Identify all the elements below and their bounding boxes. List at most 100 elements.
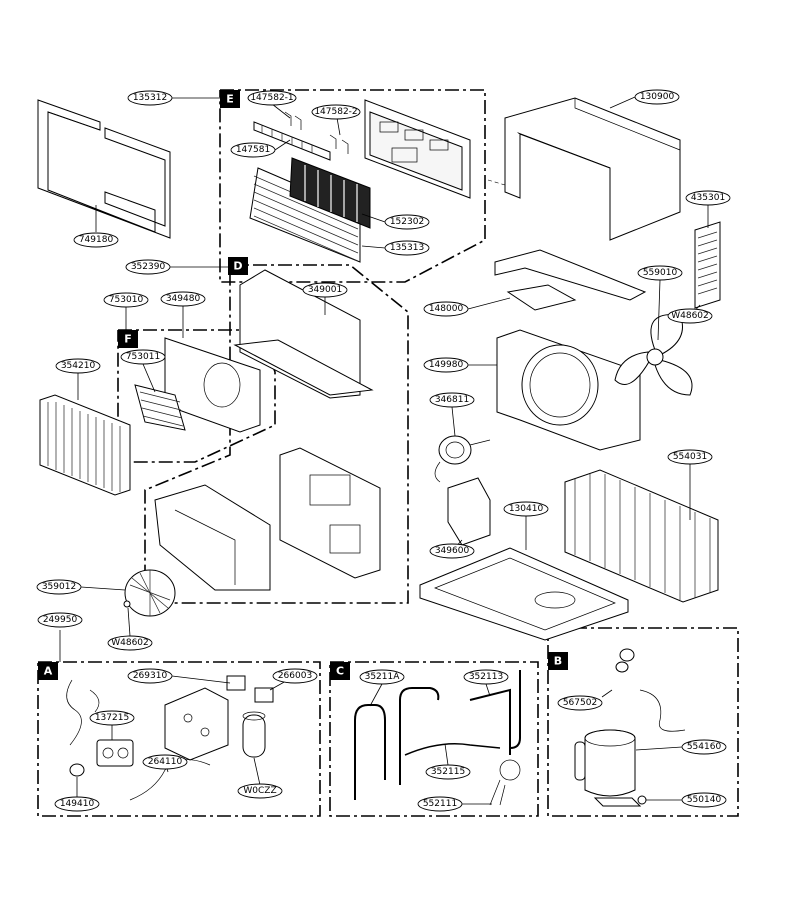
part-label-554031[interactable]: 554031 xyxy=(667,449,713,465)
part-drawings xyxy=(37,97,721,807)
svg-text:346811: 346811 xyxy=(435,395,469,405)
part-label-35211a[interactable]: 35211A xyxy=(359,669,405,685)
part-label-354210[interactable]: 354210 xyxy=(55,358,101,374)
box-c xyxy=(329,661,539,817)
part-label-349480[interactable]: 349480 xyxy=(160,291,206,307)
svg-text:W0CZZ: W0CZZ xyxy=(243,786,276,796)
air-guide-drawing xyxy=(494,249,647,311)
part-label-550140[interactable]: 550140 xyxy=(681,792,727,808)
svg-text:554031: 554031 xyxy=(673,452,707,462)
svg-text:147581: 147581 xyxy=(236,145,270,155)
part-label-749180[interactable]: 749180 xyxy=(73,232,119,248)
part-label-130900[interactable]: 130900 xyxy=(634,89,680,105)
box-e xyxy=(219,89,486,283)
svg-text:264110: 264110 xyxy=(148,757,183,767)
svg-text:249950: 249950 xyxy=(43,615,78,625)
svg-text:135313: 135313 xyxy=(390,243,424,253)
part-label-130410[interactable]: 130410 xyxy=(503,501,549,517)
svg-text:35211A: 35211A xyxy=(365,672,401,682)
svg-text:148000: 148000 xyxy=(429,304,464,314)
section-tag-d: D xyxy=(228,257,248,275)
svg-text:E: E xyxy=(226,93,234,106)
part-label-147581[interactable]: 147581 xyxy=(230,142,276,158)
part-label-435301[interactable]: 435301 xyxy=(685,190,731,206)
section-tags: E D F A C B xyxy=(38,90,568,680)
part-label-266003[interactable]: 266003 xyxy=(272,668,318,684)
part-label-148000[interactable]: 148000 xyxy=(423,301,469,317)
svg-text:137215: 137215 xyxy=(95,713,129,723)
part-label-352390[interactable]: 352390 xyxy=(125,259,171,275)
part-label-349001[interactable]: 349001 xyxy=(302,282,348,298)
part-label-249950[interactable]: 249950 xyxy=(37,612,83,628)
refrigerant-tubing-drawing xyxy=(354,670,521,806)
svg-text:147582-2: 147582-2 xyxy=(314,107,357,117)
part-label-567502[interactable]: 567502 xyxy=(557,695,603,711)
box-a xyxy=(37,661,321,817)
part-label-135313[interactable]: 135313 xyxy=(384,240,430,256)
part-label-753010[interactable]: 753010 xyxy=(103,292,149,308)
part-label-346811[interactable]: 346811 xyxy=(429,392,475,408)
front-frame-drawing xyxy=(37,99,171,239)
part-label-149410[interactable]: 149410 xyxy=(54,796,100,812)
svg-text:349480: 349480 xyxy=(166,294,201,304)
shroud-drawing xyxy=(496,329,641,451)
svg-text:W48602: W48602 xyxy=(111,638,149,648)
part-label-147582-1[interactable]: 147582-1 xyxy=(247,90,297,106)
section-tag-b: B xyxy=(548,652,568,670)
svg-text:F: F xyxy=(124,333,132,346)
svg-text:349600: 349600 xyxy=(435,546,470,556)
part-label-149980[interactable]: 149980 xyxy=(423,357,469,373)
front-grille-drawing xyxy=(249,99,471,263)
part-label-137215[interactable]: 137215 xyxy=(89,710,135,726)
svg-text:B: B xyxy=(554,655,562,668)
svg-text:352115: 352115 xyxy=(431,767,465,777)
condenser-coil-drawing xyxy=(564,469,719,603)
svg-text:554160: 554160 xyxy=(687,742,722,752)
part-label-552111[interactable]: 552111 xyxy=(417,796,463,812)
part-label-135312[interactable]: 135312 xyxy=(127,90,173,106)
part-label-152302[interactable]: 152302 xyxy=(384,214,430,230)
svg-text:359012: 359012 xyxy=(42,582,76,592)
base-pan-drawing xyxy=(419,547,629,641)
part-label-349600[interactable]: 349600 xyxy=(429,543,475,559)
svg-text:753011: 753011 xyxy=(126,352,160,362)
part-label-w0czz[interactable]: W0CZZ xyxy=(237,783,283,799)
part-label-352113[interactable]: 352113 xyxy=(463,669,509,685)
part-label-554160[interactable]: 554160 xyxy=(681,739,727,755)
svg-text:130410: 130410 xyxy=(509,504,544,514)
svg-text:559010: 559010 xyxy=(643,268,678,278)
motor-drawing xyxy=(434,435,491,546)
part-label-359012[interactable]: 359012 xyxy=(36,579,82,595)
svg-text:567502: 567502 xyxy=(563,698,597,708)
svg-text:352390: 352390 xyxy=(131,262,166,272)
blower-wheel-drawing xyxy=(123,569,176,617)
svg-text:W48602: W48602 xyxy=(671,311,709,321)
svg-text:550140: 550140 xyxy=(687,795,722,805)
part-labels: 135312 147582-1 147582-2 147581 152302 1… xyxy=(36,89,731,812)
svg-text:552111: 552111 xyxy=(423,799,457,809)
svg-text:352113: 352113 xyxy=(469,672,503,682)
scroll-parts-drawing xyxy=(154,269,381,591)
svg-text:354210: 354210 xyxy=(61,361,96,371)
svg-text:D: D xyxy=(233,260,242,273)
svg-text:266003: 266003 xyxy=(278,671,312,681)
svg-text:753010: 753010 xyxy=(109,295,144,305)
part-label-w48602-blower[interactable]: W48602 xyxy=(107,635,153,651)
part-label-w48602-fan[interactable]: W48602 xyxy=(667,308,713,324)
svg-text:435301: 435301 xyxy=(691,193,725,203)
part-label-352115[interactable]: 352115 xyxy=(425,764,471,780)
section-boxes xyxy=(37,89,739,817)
box-d xyxy=(144,264,409,604)
cabinet-drawing xyxy=(487,97,681,241)
electrical-parts-drawing xyxy=(66,675,274,801)
part-label-147582-2[interactable]: 147582-2 xyxy=(311,104,361,120)
side-louver-drawing xyxy=(694,221,721,309)
part-label-264110[interactable]: 264110 xyxy=(142,754,188,770)
part-label-559010[interactable]: 559010 xyxy=(637,265,683,281)
svg-text:349001: 349001 xyxy=(308,285,342,295)
svg-text:C: C xyxy=(336,665,344,678)
part-label-269310[interactable]: 269310 xyxy=(127,668,173,684)
fan-drawing xyxy=(614,313,693,396)
part-label-753011[interactable]: 753011 xyxy=(120,349,166,365)
